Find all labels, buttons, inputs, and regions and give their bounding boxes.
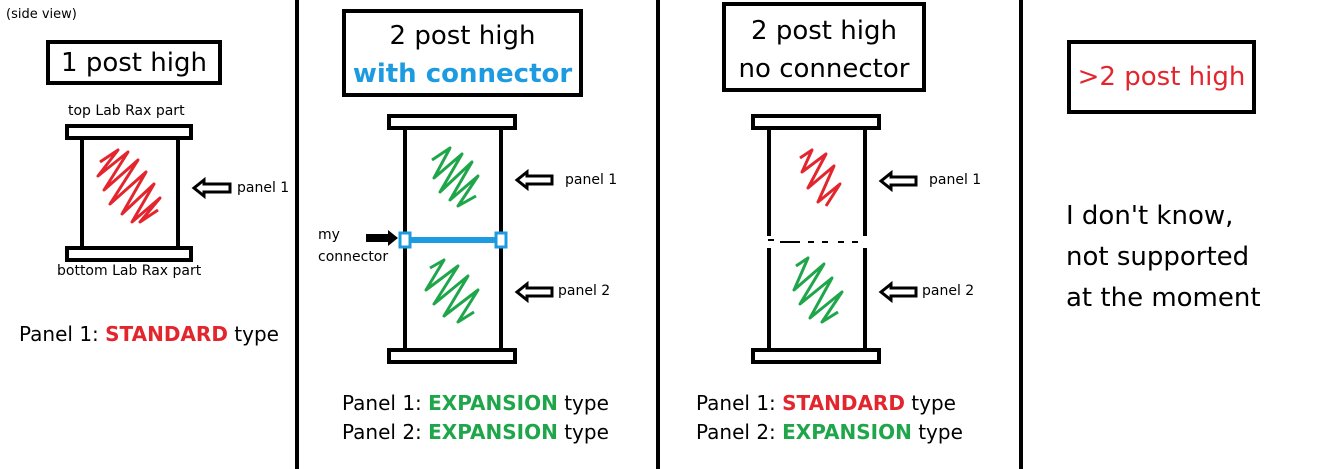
panel-2-scribble xyxy=(424,258,480,324)
panel-1-scribble xyxy=(799,148,842,207)
with-connector-subtitle: with connector xyxy=(352,59,573,89)
two-post-connector-captions: Panel 1: EXPANSION type Panel 2: EXPANSI… xyxy=(342,389,609,447)
one-post-caption: Panel 1: STANDARD type xyxy=(19,320,279,349)
caption-prefix: Panel 1: xyxy=(696,391,783,415)
caption-suffix: type xyxy=(557,420,609,444)
more-posts-title: >2 post high xyxy=(1077,62,1246,92)
one-post-rack xyxy=(65,124,193,262)
arrow-panel-2 xyxy=(514,280,554,304)
panel-1-label: panel 1 xyxy=(237,180,290,196)
panel-2-label: panel 2 xyxy=(558,283,611,299)
panel-2-scribble xyxy=(792,256,844,324)
two-post-no-connector-captions: Panel 1: STANDARD type Panel 2: EXPANSIO… xyxy=(696,389,963,447)
side-view-label: (side view) xyxy=(6,7,77,22)
no-connector-subtitle: no connector xyxy=(738,54,910,84)
gap-dashes xyxy=(768,239,858,243)
two-post-connector-title-box: 2 post high with connector xyxy=(342,9,583,97)
lower-post-frame xyxy=(767,244,867,352)
connector-label: my connector xyxy=(318,224,388,268)
standard-type: STANDARD xyxy=(105,322,228,346)
panel-1-label: panel 1 xyxy=(929,172,982,188)
expansion-type: EXPANSION xyxy=(782,420,912,444)
caption-suffix: type xyxy=(904,391,956,415)
note-line-3: at the moment xyxy=(1066,283,1261,313)
connector-label-line2: connector xyxy=(318,249,389,265)
caption-suffix: type xyxy=(227,322,279,346)
expansion-type: EXPANSION xyxy=(428,391,558,415)
two-post-connector-title: 2 post high xyxy=(389,21,536,51)
two-post-no-connector-title: 2 post high xyxy=(751,16,897,46)
top-lab-rax-part-label: top Lab Rax part xyxy=(68,103,185,119)
caption-panel-1: Panel 1: STANDARD type xyxy=(696,389,963,418)
post-frame xyxy=(80,136,180,252)
section-divider xyxy=(1019,0,1023,469)
two-post-no-connector-title-box: 2 post high no connector xyxy=(722,2,926,92)
one-post-title-box: 1 post high xyxy=(46,40,222,85)
caption-suffix: type xyxy=(911,420,963,444)
arrow-connector xyxy=(366,230,398,246)
upper-post-frame xyxy=(767,126,867,242)
gap-between-posts xyxy=(765,236,869,248)
bottom-lab-rax-part-label: bottom Lab Rax part xyxy=(57,263,202,279)
two-post-connector-rack xyxy=(387,114,517,364)
caption-prefix: Panel 1: xyxy=(19,322,106,346)
panel-1-scribble xyxy=(96,148,162,224)
bottom-lab-rax-part xyxy=(751,348,881,364)
caption-prefix: Panel 2: xyxy=(342,420,429,444)
caption-panel-2: Panel 2: EXPANSION type xyxy=(696,418,963,447)
connector-label-line1: my xyxy=(318,227,340,243)
arrow-panel-1 xyxy=(514,168,554,192)
panel-1-label: panel 1 xyxy=(565,172,618,188)
caption-prefix: Panel 2: xyxy=(696,420,783,444)
standard-type: STANDARD xyxy=(782,391,905,415)
caption-prefix: Panel 1: xyxy=(342,391,429,415)
arrow-panel-1 xyxy=(878,169,918,193)
two-post-no-connector-rack xyxy=(751,114,881,364)
panel-1-scribble xyxy=(431,146,480,208)
note-line-1: I don't know, xyxy=(1066,201,1234,231)
caption-panel-2: Panel 2: EXPANSION type xyxy=(342,418,609,447)
more-posts-title-box: >2 post high xyxy=(1067,40,1256,114)
one-post-title: 1 post high xyxy=(61,48,207,78)
caption-panel-1: Panel 1: EXPANSION type xyxy=(342,389,609,418)
arrow-panel-2 xyxy=(878,280,918,304)
connector xyxy=(398,231,508,249)
expansion-type: EXPANSION xyxy=(428,420,558,444)
lower-post-frame xyxy=(403,238,503,352)
note-line-2: not supported xyxy=(1066,242,1250,272)
bottom-lab-rax-part xyxy=(65,246,193,262)
unsupported-note: I don't know, not supported at the momen… xyxy=(1066,196,1261,319)
arrow-panel-1 xyxy=(191,176,232,200)
upper-post-frame xyxy=(403,126,503,242)
section-divider xyxy=(656,0,660,469)
bottom-lab-rax-part xyxy=(387,348,517,364)
caption-suffix: type xyxy=(557,391,609,415)
section-divider xyxy=(295,0,299,469)
panel-2-label: panel 2 xyxy=(922,283,975,299)
